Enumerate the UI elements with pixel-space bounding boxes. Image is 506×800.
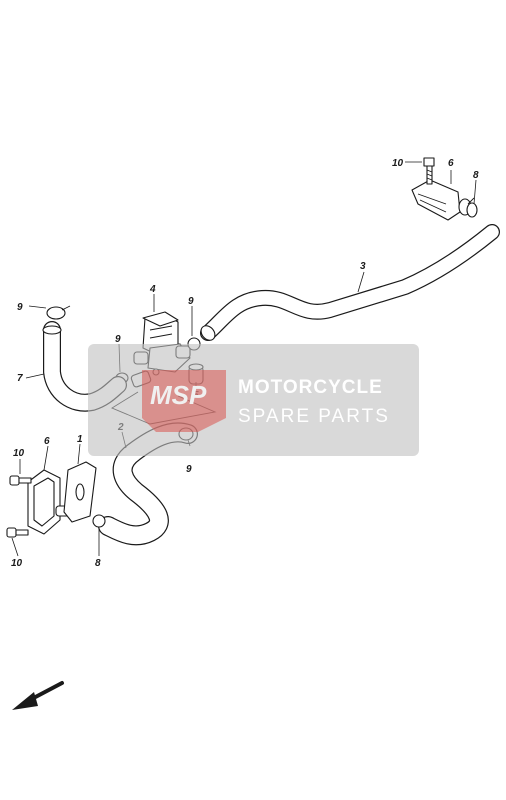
callout-9-lower: 9 [186, 464, 192, 475]
clamp-part-8-top [466, 197, 478, 218]
callout-7: 7 [17, 373, 23, 384]
direction-arrow [12, 681, 64, 710]
gasket-part-1 [63, 461, 97, 523]
watermark: MSP MOTORCYCLE SPARE PARTS [88, 344, 419, 456]
watermark-subtitle: SPARE PARTS [238, 406, 390, 427]
callout-10-top: 10 [392, 158, 404, 169]
watermark-logo: MSP [150, 380, 207, 410]
callout-1: 1 [77, 434, 83, 445]
callout-9-valve-right: 9 [188, 296, 194, 307]
bolt-part-10-left-lower [6, 527, 29, 538]
cover-part-6-top [411, 179, 472, 221]
callout-3: 3 [360, 261, 366, 272]
callout-10-left-upper: 10 [13, 448, 25, 459]
bolt-part-10-top [423, 157, 435, 185]
clamp-part-8-bottom [92, 514, 106, 528]
callout-8-bottom: 8 [95, 558, 101, 569]
watermark-logo-shape [142, 370, 226, 432]
bolt-part-10-left-upper [9, 475, 32, 486]
callout-4: 4 [149, 284, 156, 295]
callout-6-top: 6 [448, 158, 454, 169]
cover-part-6-left [27, 469, 71, 535]
callout-9-left: 9 [17, 302, 23, 313]
watermark-box [88, 344, 419, 456]
watermark-title: MOTORCYCLE [238, 377, 383, 398]
callout-9-valve-left: 9 [115, 334, 121, 345]
hose-part-3 [200, 224, 500, 341]
callout-8-top: 8 [473, 170, 479, 181]
callout-6-left: 6 [44, 436, 50, 447]
clamp-part-9-left [46, 305, 71, 320]
callout-10-left-lower: 10 [11, 558, 23, 569]
